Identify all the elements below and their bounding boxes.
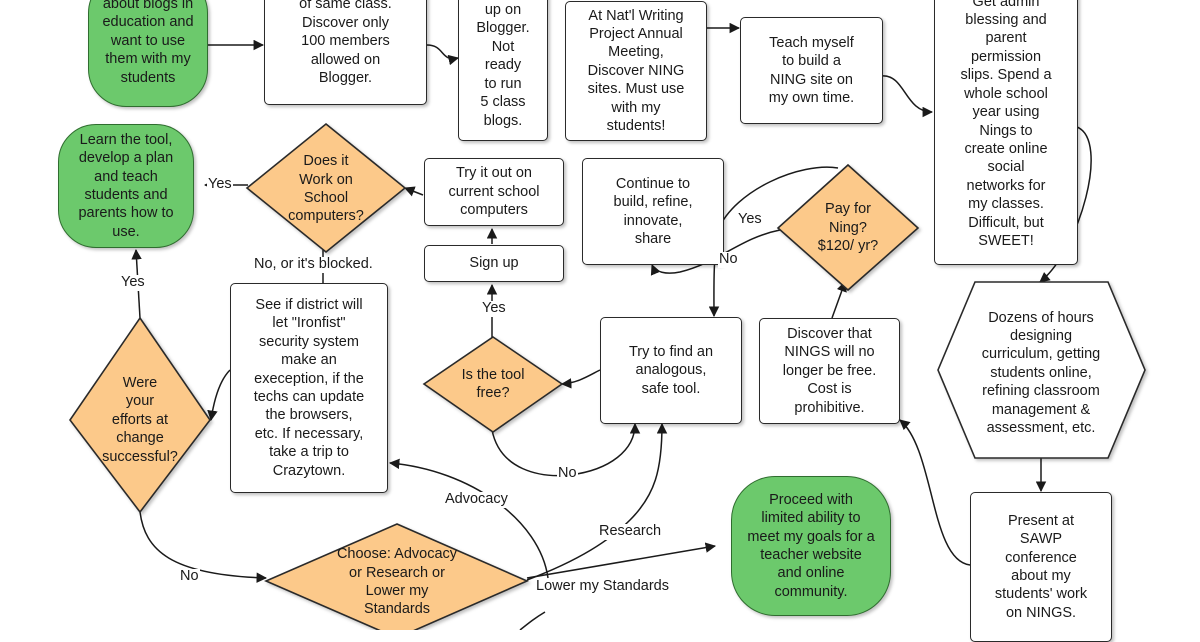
edge-label-lower: Lower my Standards <box>535 578 670 595</box>
edge-choose-lower <box>526 542 717 579</box>
edge-discover-to-pay <box>831 281 847 319</box>
edge-pay-yes-to-continue <box>650 229 781 276</box>
pay-for-ning-diamond <box>776 163 920 292</box>
start-node: about blogs in education and want to use… <box>88 0 208 107</box>
dozens-hexagon-text: Dozens of hours designing curriculum, ge… <box>981 309 1101 437</box>
choose-diamond <box>263 523 529 630</box>
proceed-node: Proceed with limited ability to meet my … <box>731 476 891 616</box>
natl-meeting-box: At Nat'l Writing Project Annual Meeting,… <box>565 1 707 141</box>
edge-label-yes-signup: Yes <box>481 300 507 317</box>
edge-choose-research <box>526 422 668 581</box>
try-it-out-box: Try it out on current school computers <box>424 158 564 226</box>
edge-teach-to-admin <box>881 75 934 118</box>
continue-box: Continue to build, refine, innovate, sha… <box>582 158 724 265</box>
edge-label-yes-up: Yes <box>120 274 146 291</box>
edge-label-yes-learn: Yes <box>207 176 233 193</box>
pay-for-ning-text: Pay for Ning? $120/ yr? <box>817 201 879 255</box>
edge-label-advocacy: Advocacy <box>444 491 509 508</box>
discover-nings-box: Discover that NINGS will no longer be fr… <box>759 318 900 424</box>
works-on-school-text: Does it Work on School computers? <box>288 153 364 225</box>
present-sawp-box: Present at SAWP conference about my stud… <box>970 492 1112 642</box>
edge-label-yes-pay: Yes <box>737 211 763 228</box>
analogous-tool-box: Try to find an analogous, safe tool. <box>600 317 742 424</box>
edge-label-no-pay: No <box>718 251 739 268</box>
same-class-box: of same class. Discover only 100 members… <box>264 0 427 105</box>
edge-label-no-free: No <box>557 465 578 482</box>
efforts-diamond <box>69 316 211 514</box>
efforts-text: Were your efforts at change successful? <box>102 374 178 465</box>
edge-present-to-discover <box>899 419 971 566</box>
edge-label-research: Research <box>598 523 663 540</box>
edge-admin-to-dozens <box>1039 126 1092 283</box>
choose-text: Choose: Advocacy or Research or Lower my… <box>336 546 458 618</box>
edge-label-blocked: No, or it's blocked. <box>253 256 374 273</box>
learn-tool-node: Learn the tool, develop a plan and teach… <box>58 124 194 248</box>
edge-same-class-to-blogger <box>426 44 460 66</box>
admin-blessing-box: Get admin blessing and parent permission… <box>934 0 1078 265</box>
blogger-box: up on Blogger. Not ready to run 5 class … <box>458 0 548 141</box>
edge-tryout-to-worksschool <box>404 186 424 197</box>
edge-label-no-efforts: No <box>179 568 200 585</box>
tool-free-diamond <box>422 336 564 433</box>
tool-free-text: Is the tool free? <box>461 366 525 401</box>
edge-efforts-no-to-choose <box>139 511 268 583</box>
teach-myself-box: Teach myself to build a NING site on my … <box>740 17 883 124</box>
sign-up-box[interactable]: Sign up <box>424 245 564 282</box>
edge-district-to-efforts <box>207 369 231 422</box>
edge-analogous-to-toolfree <box>560 369 601 389</box>
edge-bottom-exit <box>519 611 546 630</box>
works-on-school-diamond <box>245 122 407 254</box>
see-district-box: See if district will let "Ironfist" secu… <box>230 283 388 493</box>
dozens-hexagon <box>937 281 1146 459</box>
